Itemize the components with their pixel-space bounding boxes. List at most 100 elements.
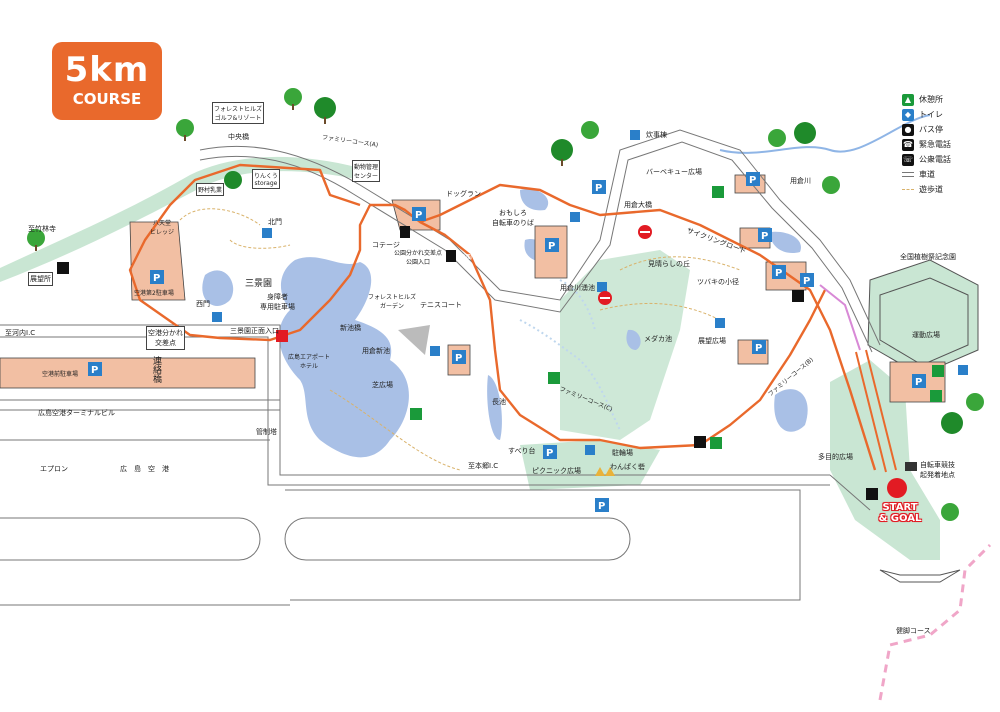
phone-markers bbox=[57, 226, 878, 500]
label-apron: エプロン bbox=[40, 465, 68, 473]
start-label: START bbox=[882, 502, 918, 513]
trees bbox=[27, 88, 984, 521]
legend-label: 休憩所 bbox=[919, 95, 943, 104]
label-hiroshima-airport: 広 島 空 港 bbox=[120, 465, 169, 473]
svg-text:P: P bbox=[595, 183, 602, 194]
label-youkura-kawaike: 用倉川湧池 bbox=[560, 284, 595, 292]
bus-stop-icon: ● bbox=[902, 123, 914, 136]
toilet-icon: ◆ bbox=[902, 108, 914, 121]
rest-area-icon: ▲ bbox=[902, 93, 914, 106]
label-sankeien: 三景園 bbox=[245, 279, 273, 289]
sankeien-pond bbox=[202, 270, 234, 306]
legend-label: 遊歩道 bbox=[919, 185, 943, 194]
label-handicap-parking: 身障者 専用駐車場 bbox=[260, 293, 295, 311]
rest-area-markers bbox=[410, 186, 944, 449]
course-route bbox=[128, 163, 877, 471]
label-nagaike: 長池 bbox=[492, 398, 506, 406]
label-parking-2: 空港第2駐車場 bbox=[134, 290, 174, 297]
label-shikouchi-ic: 至河内I.C bbox=[5, 329, 36, 337]
svg-text:P: P bbox=[749, 175, 756, 186]
svg-text:P: P bbox=[803, 276, 810, 287]
label-cycle-start-point: 自転車競技 起発着地点 bbox=[920, 461, 955, 479]
label-tennis-court: テニスコート bbox=[420, 301, 462, 309]
start-goal-label: START & GOAL bbox=[872, 502, 928, 524]
label-rinkuu-storage: りんくう storage bbox=[252, 169, 280, 189]
course-badge: 5km COURSE bbox=[52, 42, 162, 120]
public-phone-icon: ☏ bbox=[902, 153, 914, 166]
green-belt bbox=[0, 156, 360, 282]
sports-ground bbox=[879, 277, 969, 366]
map-legend: ▲ 休憩所 ◆トイレ ● バス停 ☎ 緊急電話 ☏ 公衆電話 車道 遊歩道 bbox=[902, 92, 994, 197]
svg-text:P: P bbox=[91, 365, 98, 376]
label-forest-hills-golf: フォレストヒルズ ゴルフ&リゾート bbox=[212, 102, 265, 124]
gray-plaza bbox=[398, 325, 430, 355]
label-shinike-bashi: 新池橋 bbox=[340, 324, 361, 332]
legend-row: ☏ 公衆電話 bbox=[902, 152, 994, 167]
label-sankeien-front: 三景園正面入口 bbox=[230, 327, 279, 335]
label-youkura-shinike: 用倉新池 bbox=[362, 347, 390, 355]
legend-label: 緊急電話 bbox=[919, 140, 951, 149]
walking-paths bbox=[179, 208, 741, 471]
label-omoshiro-bike: おもしろ 自転車のりば bbox=[492, 209, 534, 227]
youkura-shinike bbox=[330, 334, 376, 371]
label-shiba-hiroba: 芝広場 bbox=[372, 381, 393, 389]
right-pond bbox=[774, 389, 808, 432]
checkered-flag-icon bbox=[905, 462, 917, 471]
label-medaka-ike: メダカ池 bbox=[644, 335, 672, 343]
label-shokujusai-memorial: 全国植樹祭記念園 bbox=[900, 253, 956, 261]
start-goal-marker bbox=[887, 478, 907, 498]
legend-row: ☎ 緊急電話 bbox=[902, 137, 994, 152]
label-kitamon: 北門 bbox=[268, 218, 282, 226]
kenkyaku-course bbox=[878, 543, 992, 701]
course-final-straight bbox=[855, 349, 897, 473]
svg-text:P: P bbox=[153, 273, 160, 284]
label-undo-hiroba: 運動広場 bbox=[912, 331, 940, 339]
no-entry-markers bbox=[598, 225, 652, 305]
label-wanpaku: わんぱく砦 bbox=[610, 463, 645, 471]
label-suberidai: すべり台 bbox=[508, 447, 536, 455]
label-forest-hills-garden: フォレストヒルズ ガーデン bbox=[368, 294, 417, 310]
label-renrakkyo: 連絡橋 bbox=[151, 356, 161, 383]
legend-label: バス停 bbox=[919, 125, 943, 134]
svg-text:P: P bbox=[546, 448, 553, 459]
label-tenbo-hiroba: 展望広場 bbox=[698, 337, 726, 345]
svg-text:P: P bbox=[761, 231, 768, 242]
central-green bbox=[560, 250, 690, 440]
legend-row: ◆トイレ bbox=[902, 107, 994, 122]
label-kenkyaku-course: 健脚コース bbox=[896, 627, 931, 635]
svg-text:P: P bbox=[755, 343, 762, 354]
course-pink-segment bbox=[819, 284, 861, 351]
nagaike-pond bbox=[487, 375, 502, 440]
label-nishimon: 西門 bbox=[196, 300, 210, 308]
toilet-markers bbox=[212, 130, 968, 455]
label-hattenkan-village: 八天堂 ビレッジ bbox=[150, 220, 175, 236]
accessible-parking-icon bbox=[276, 330, 288, 342]
runway-marker bbox=[879, 569, 961, 583]
legend-row: ● バス停 bbox=[902, 122, 994, 137]
medaka-pond bbox=[626, 329, 641, 350]
emergency-phone-icon: ☎ bbox=[902, 138, 914, 151]
svg-text:P: P bbox=[415, 210, 422, 221]
label-tamokuteki-hiroba: 多目的広場 bbox=[818, 453, 853, 461]
svg-text:P: P bbox=[915, 377, 922, 388]
label-cottage: コテージ bbox=[372, 241, 400, 249]
legend-row: 車道 bbox=[902, 167, 994, 182]
label-animal-center: 動物管理 センター bbox=[352, 160, 381, 182]
label-shichikurinji: 至竹林寺 bbox=[28, 225, 56, 233]
label-airport-front-parking: 空港前駐車場 bbox=[42, 371, 79, 378]
label-park-center: 公園センター bbox=[460, 254, 497, 261]
goal-label: & GOAL bbox=[878, 513, 922, 524]
label-cycle-center: サイクル センター bbox=[486, 238, 511, 254]
svg-text:P: P bbox=[455, 353, 462, 364]
water-path bbox=[519, 279, 621, 431]
label-nomura-nyugyo: 野村乳業 bbox=[196, 183, 225, 196]
label-terminal-building: 広島空港ターミナルビル bbox=[38, 409, 115, 417]
label-dog-run: ドッグラン bbox=[446, 190, 481, 198]
legend-label: 公衆電話 bbox=[919, 155, 951, 164]
label-tsubaki-komichi: ツバキの小径 bbox=[697, 278, 739, 286]
label-airport-junction: 空港分かれ 交差点 bbox=[146, 326, 185, 350]
label-kanseito: 管制塔 bbox=[256, 428, 277, 436]
legend-row: ▲ 休憩所 bbox=[902, 92, 994, 107]
